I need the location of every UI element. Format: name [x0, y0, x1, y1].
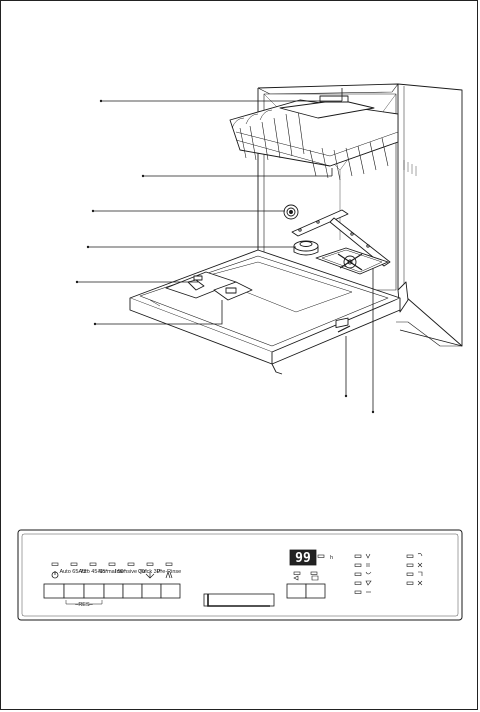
indicator-led-4 — [354, 581, 362, 585]
salt-container — [293, 240, 319, 256]
program-label-4: Intensive 70° — [115, 569, 147, 575]
program-button-5[interactable] — [141, 583, 162, 599]
callout-dot-6 — [93, 322, 97, 326]
indicator-led-2 — [354, 563, 362, 567]
program-led-2 — [70, 562, 78, 566]
power-button[interactable] — [43, 583, 65, 599]
callout-dot-5 — [75, 280, 79, 284]
delay-led — [317, 554, 325, 558]
delay-icon — [293, 571, 319, 581]
tap-icon — [418, 571, 423, 576]
program-label-6: Pre-Rinse — [157, 569, 181, 575]
clean-icon — [417, 580, 423, 586]
side-dispenser — [283, 204, 299, 220]
indicator-led-3 — [354, 572, 362, 576]
control-panel: Auto 65-75° Auto 45-65° Normal 50° Inten… — [17, 529, 463, 621]
program-button-2[interactable] — [83, 583, 105, 599]
callout-dot-3 — [91, 209, 95, 213]
power-icon — [51, 571, 59, 579]
delay-label: h — [330, 555, 333, 561]
program-button-6[interactable] — [160, 583, 181, 599]
program-label-2: Auto 45-65° — [78, 569, 107, 575]
program-label-3: Normal 50° — [98, 569, 126, 575]
indicator-led-8 — [406, 572, 414, 576]
prewash-icon — [165, 570, 173, 579]
bracket-label: –RES– — [75, 602, 93, 608]
program-button-1[interactable] — [63, 583, 85, 599]
indicator-led-6 — [406, 554, 414, 558]
filter-assembly — [315, 247, 389, 275]
program-led-5 — [127, 562, 135, 566]
callout-dot-8 — [371, 410, 375, 414]
callout-dot-7 — [344, 394, 348, 398]
indicator-led-1 — [354, 554, 362, 558]
upper-spray-pipe — [291, 209, 391, 267]
button-bracket — [65, 600, 103, 605]
start-icon — [417, 562, 423, 568]
program-button-3[interactable] — [103, 583, 124, 599]
pause-icon — [366, 563, 370, 567]
program-led-3 — [89, 562, 97, 566]
quick-icon — [145, 572, 155, 579]
door-dispenser — [165, 271, 253, 301]
upper-basket — [229, 95, 399, 181]
start-button[interactable] — [305, 583, 326, 599]
indicator-led-7 — [406, 563, 414, 567]
program-button-4[interactable] — [122, 583, 143, 599]
end-icon — [417, 553, 423, 557]
program-label-1: Auto 65-75° — [59, 569, 88, 575]
indicator-led-5 — [354, 590, 362, 594]
display-value: 99 — [295, 551, 311, 566]
rinse-icon — [365, 553, 371, 559]
callout-dot-4 — [86, 245, 90, 249]
program-led-4 — [108, 562, 116, 566]
callout-lines — [77, 88, 374, 412]
program-led-6 — [146, 562, 154, 566]
delay-button[interactable] — [286, 583, 307, 599]
callout-line-6 — [95, 300, 223, 325]
program-led-7 — [165, 562, 173, 566]
half-load-icon — [365, 571, 372, 575]
delay-display: 99 — [289, 549, 317, 566]
program-led-1 — [51, 562, 59, 566]
salt-icon — [365, 580, 372, 586]
indicator-led-9 — [406, 581, 414, 585]
callout-dot-2 — [141, 174, 145, 178]
door-handle[interactable] — [203, 593, 275, 607]
callout-dot-1 — [99, 99, 103, 103]
